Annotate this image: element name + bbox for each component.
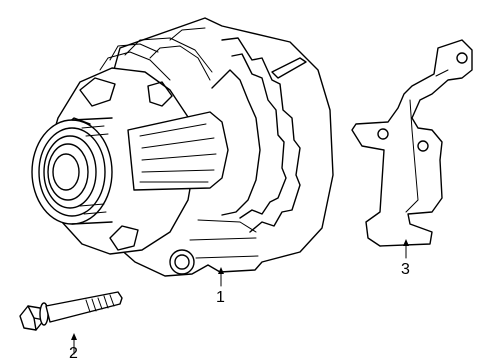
bracket-drawing <box>351 39 473 247</box>
callout-leader-2 <box>71 333 77 355</box>
callout-label-3: 3 <box>401 261 410 278</box>
callout-leader-3 <box>403 239 409 259</box>
alternator-drawing <box>31 17 334 277</box>
callout-label-1: 1 <box>216 289 225 306</box>
callout-label-2: 2 <box>69 345 78 360</box>
bolt-drawing <box>19 291 123 331</box>
callout-leader-1 <box>218 267 224 287</box>
